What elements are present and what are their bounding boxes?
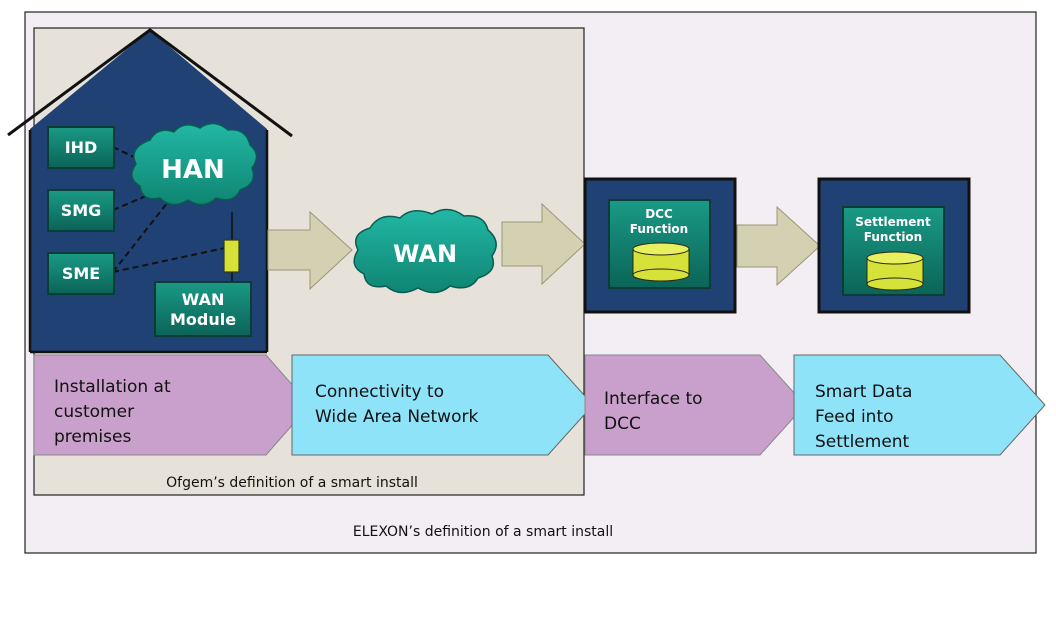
stage-installation: Installation at customer premises	[33, 354, 311, 456]
wan-cloud: WAN	[353, 208, 497, 294]
arrow-wan-to-dcc	[501, 202, 586, 286]
smg-device: SMG	[47, 189, 115, 232]
svg-text:Installation at customer: Installation at customer premises	[54, 377, 176, 447]
stage-4-line-1: Smart Data	[815, 382, 912, 402]
stage-3-line-1: Interface to	[604, 389, 703, 409]
stage-1-line-1: Installation at	[54, 377, 171, 397]
settlement-box: Settlement Function	[817, 177, 971, 314]
svg-text:Connectivity to Wide Are: Connectivity to Wide Area Network	[315, 382, 478, 427]
sme-device: SME	[47, 252, 115, 295]
ihd-label: IHD	[65, 138, 98, 157]
sme-label: SME	[62, 264, 100, 283]
stage-2-line-1: Connectivity to	[315, 382, 444, 402]
arrow-dcc-to-settlement	[736, 205, 821, 287]
dcc-box: DCC Function	[583, 177, 737, 314]
wan-module-label-1: WAN	[182, 290, 225, 309]
stage-1-line-3: premises	[54, 427, 131, 447]
svg-text:Smart Data Feed into: Smart Data Feed into Settlement	[815, 382, 918, 452]
settlement-label-2: Function	[864, 230, 922, 244]
dcc-label-1: DCC	[645, 207, 673, 221]
dcc-label-2: Function	[630, 222, 688, 236]
stage-interface-dcc: Interface to DCC	[584, 354, 806, 456]
stage-2-line-2: Wide Area Network	[315, 407, 478, 427]
svg-text:Interface to DCC: Interface to DCC	[604, 389, 708, 434]
stage-connectivity: Connectivity to Wide Area Network	[291, 354, 594, 456]
stage-4-line-3: Settlement	[815, 432, 910, 452]
settlement-database-icon	[866, 251, 924, 291]
stage-settlement-feed: Smart Data Feed into Settlement	[793, 354, 1046, 456]
dcc-database-icon	[632, 242, 690, 282]
arrow-house-to-wan	[267, 210, 353, 291]
han-cloud: HAN	[131, 122, 258, 206]
han-label: HAN	[161, 155, 225, 185]
stage-3-line-2: DCC	[604, 414, 641, 434]
wan-module-device: WAN Module	[154, 281, 252, 337]
ofgem-caption: Ofgem’s definition of a smart install	[166, 475, 418, 491]
stage-4-line-2: Feed into	[815, 407, 894, 427]
wan-label: WAN	[393, 240, 457, 268]
stage-1-line-2: customer	[54, 402, 134, 422]
wan-module-label-2: Module	[170, 310, 236, 329]
settlement-label-1: Settlement	[855, 215, 931, 229]
ihd-device: IHD	[47, 126, 115, 169]
elexon-caption: ELEXON’s definition of a smart install	[353, 524, 613, 540]
wan-module-indicator	[223, 239, 240, 273]
smg-label: SMG	[61, 201, 102, 220]
